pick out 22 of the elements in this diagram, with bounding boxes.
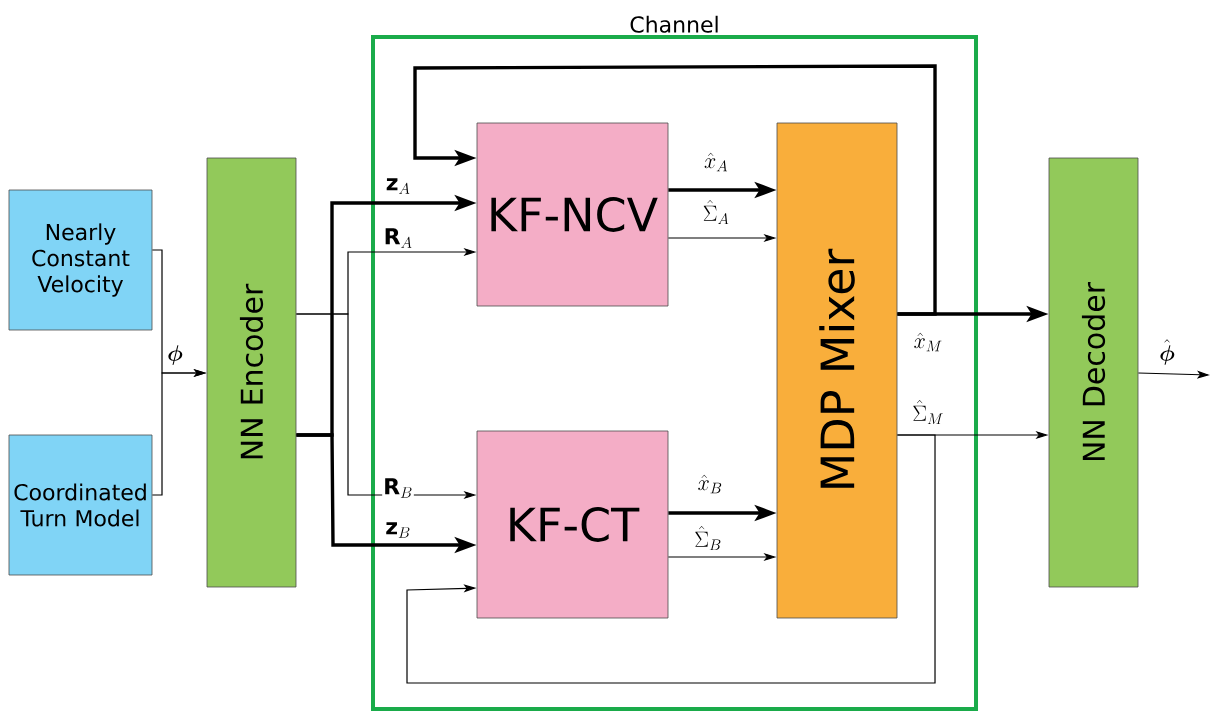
- node-label: Channel: [630, 15, 718, 33]
- edge-label: $\mathbf{R}_B$: [382, 477, 414, 499]
- filter-box: KF-CT: [476, 430, 669, 619]
- edge-label: $\hat{x}_B$: [696, 473, 724, 495]
- edge-label: $\hat{x}_M$: [912, 331, 944, 353]
- mixer-box: MDP Mixer: [776, 122, 898, 619]
- edge-label: $\hat{\boldsymbol{\phi}}$: [1158, 338, 1176, 366]
- model-box: Nearly Constant Velocity: [8, 189, 153, 331]
- edge-label: $\boldsymbol{\phi}$: [166, 344, 184, 366]
- edge-label: $\hat{\Sigma}_M$: [911, 398, 945, 426]
- arrow: [406, 434, 936, 684]
- edge-label: $\mathbf{z}_A$: [384, 177, 412, 195]
- edge-label: $\mathbf{z}_B$: [384, 521, 412, 539]
- arrow: [413, 64, 937, 316]
- edge-label: $\hat{\Sigma}_B$: [693, 524, 723, 552]
- edge-label: $\hat{\Sigma}_A$: [701, 198, 731, 226]
- model-box: Coordinated Turn Model: [8, 434, 153, 576]
- decoder-box: NN Decoder: [1048, 157, 1139, 588]
- edge-label: $\mathbf{R}_A$: [382, 227, 414, 249]
- edge-label: $\hat{x}_A$: [703, 151, 730, 173]
- filter-box: KF-NCV: [476, 122, 669, 307]
- encoder-box: NN Encoder: [206, 157, 297, 588]
